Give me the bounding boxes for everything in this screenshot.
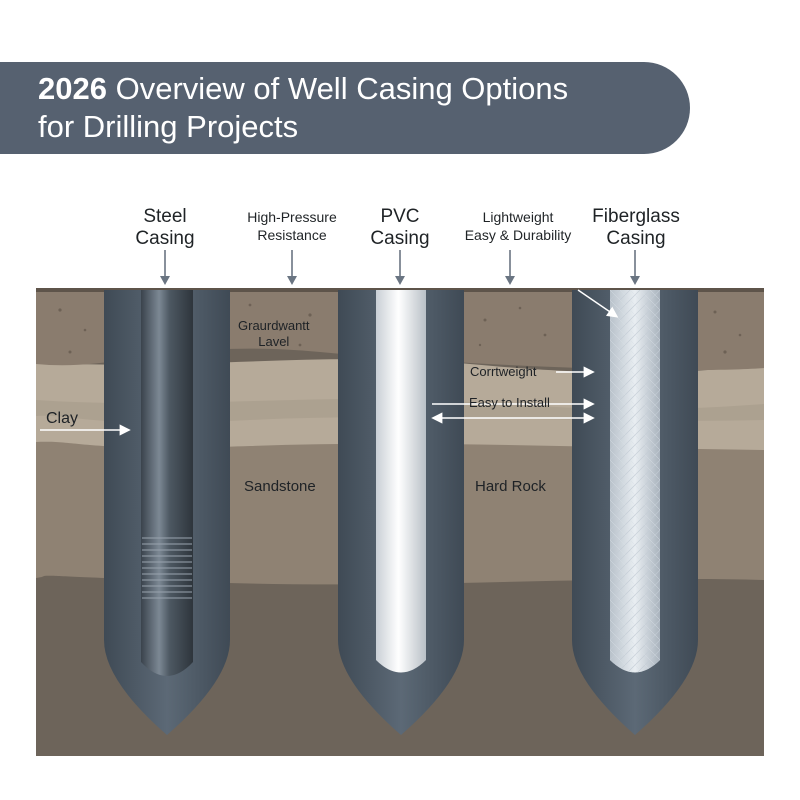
steel-threads bbox=[142, 537, 192, 599]
label-arrows bbox=[160, 250, 640, 285]
steel-casing-pipe bbox=[141, 290, 193, 676]
fiberglass-casing-pipe bbox=[610, 290, 660, 673]
fiberglass-arrow bbox=[577, 289, 619, 318]
steel-casing-label: Steel Casing bbox=[135, 206, 195, 249]
pointer-arrows bbox=[40, 289, 619, 436]
lightweight-label: Lightweight Easy & Durability bbox=[464, 209, 572, 243]
title-text: Overview of Well Casing Options for Dril… bbox=[38, 71, 569, 144]
soil-speckles bbox=[58, 303, 742, 354]
hard-rock-label: Hard Rock bbox=[475, 478, 546, 495]
clay-label: Clay bbox=[46, 410, 79, 427]
corrosion-label: Corrtweight bbox=[470, 364, 537, 379]
pvc-casing-label: PVC Casing bbox=[370, 206, 430, 249]
title-banner: 2026 Overview of Well Casing Options for… bbox=[0, 62, 690, 154]
groundwater-label: Graurdwantt Lavel bbox=[238, 318, 310, 349]
sandstone-label: Sandstone bbox=[244, 478, 316, 495]
install-label: Easy to Install bbox=[469, 395, 550, 410]
page-title: 2026 Overview of Well Casing Options for… bbox=[38, 70, 568, 146]
high-pressure-label: High-Pressure Resistance bbox=[247, 209, 337, 243]
pvc-casing-pipe bbox=[376, 290, 426, 673]
fiberglass-casing-label: Fiberglass Casing bbox=[592, 206, 680, 249]
title-year: 2026 bbox=[38, 71, 107, 106]
